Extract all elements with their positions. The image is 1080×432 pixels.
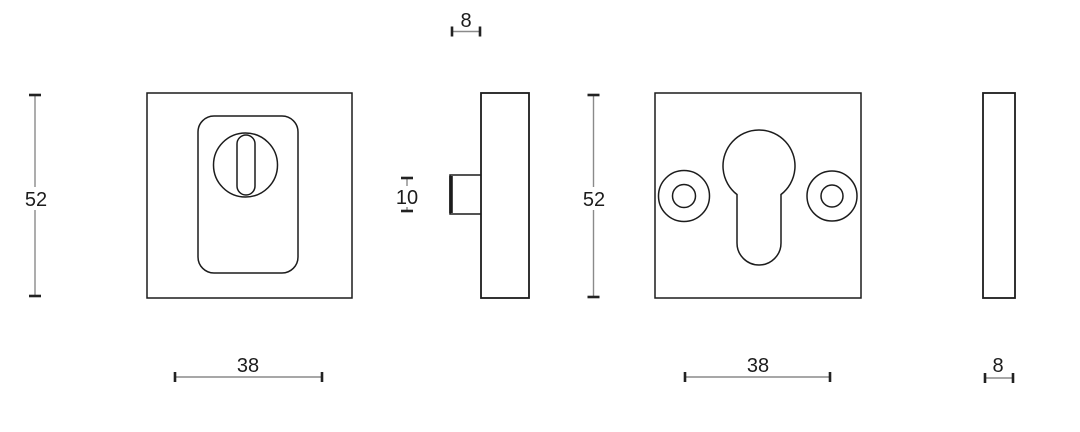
side-view-thumbturn-rosette	[449, 92, 530, 299]
dim-left-plate-height: 52	[25, 93, 47, 298]
thumbturn-profile-plate	[480, 92, 530, 299]
thumbturn-profile-knob-tab	[449, 174, 481, 215]
dim-hole-spacing-label: 38	[747, 355, 769, 377]
left-screw-hole-outer	[657, 169, 711, 223]
thumbturn-plate-outline	[146, 92, 353, 299]
dim-knob-height-label: 10	[396, 187, 418, 209]
side-view-cylinder-rosette	[982, 92, 1016, 299]
dim-right-plate-height: 52	[583, 93, 605, 299]
thumbturn-grip-slot	[236, 134, 256, 196]
cylinder-profile-plate	[982, 92, 1016, 299]
dim-right-hole-spacing: 38	[683, 355, 832, 382]
dim-knob-width: 8	[450, 10, 482, 37]
dim-left-height-label: 52	[25, 189, 47, 211]
dim-left-width-label: 38	[237, 355, 259, 377]
front-view-thumbturn-rosette	[146, 92, 353, 299]
dim-left-plate-width: 38	[173, 355, 324, 382]
thumbturn-recess-outline	[197, 115, 299, 274]
euro-cylinder-cutout	[722, 129, 796, 266]
right-screw-hole-inner	[820, 184, 844, 208]
cylinder-plate-outline	[654, 92, 862, 299]
dim-knob-height: 10	[396, 176, 418, 213]
left-screw-hole-inner	[671, 183, 697, 209]
front-view-cylinder-rosette	[654, 92, 862, 299]
dim-knob-width-label: 8	[460, 10, 471, 32]
dim-right-height-label: 52	[583, 189, 605, 211]
dim-right-plate-thickness: 8	[983, 355, 1015, 383]
dim-thickness-label: 8	[992, 355, 1003, 377]
right-screw-hole-outer	[806, 170, 858, 222]
thumbturn-boss-circle	[212, 132, 279, 198]
